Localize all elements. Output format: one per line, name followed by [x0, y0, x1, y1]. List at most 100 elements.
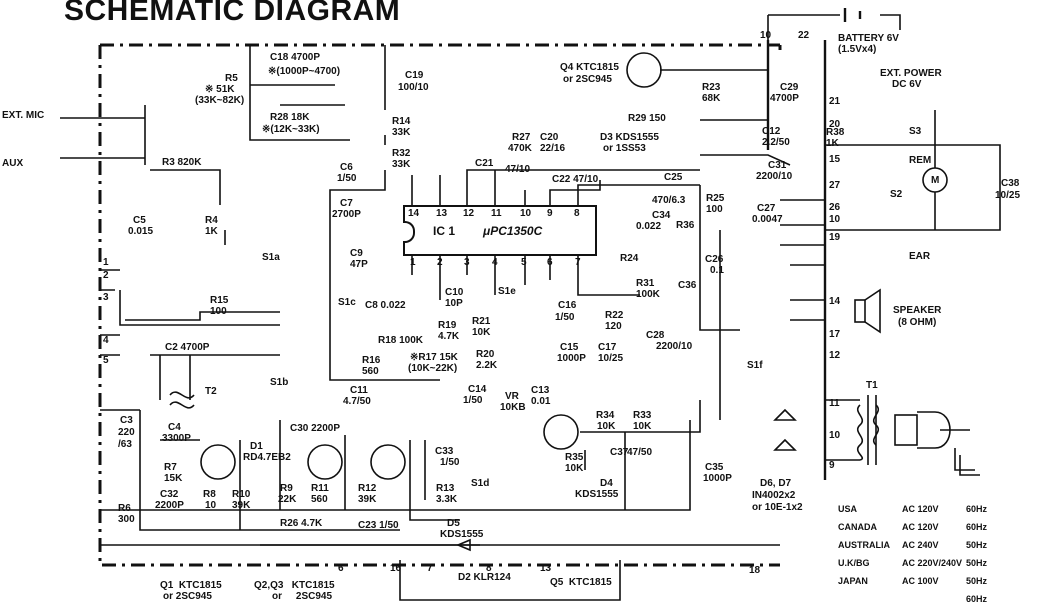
- r17-label: ※R17 15K: [410, 352, 458, 363]
- r13-value: 3.3K: [436, 494, 458, 505]
- terminal-11: 11: [829, 398, 840, 409]
- r25-label: R25: [706, 193, 725, 204]
- c21-value: 47/10: [505, 164, 531, 175]
- d4-label: D4: [600, 478, 613, 489]
- c13-label: C13: [531, 385, 550, 396]
- ic-pin: 4: [492, 257, 498, 268]
- terminal-14: 14: [829, 296, 841, 307]
- terminal-27: 27: [829, 180, 841, 191]
- speaker-sub: (8 OHM): [898, 317, 937, 328]
- c20-label: C20: [540, 132, 559, 143]
- ic-pin: 7: [575, 257, 581, 268]
- q1-alt: or 2SC945: [163, 591, 212, 602]
- r6-value: 300: [118, 514, 135, 525]
- c11-value: 4.7/50: [343, 396, 371, 407]
- pcb-outline: [98, 43, 782, 567]
- c22-label: C22 47/10: [552, 174, 599, 185]
- c11-label: C11: [350, 385, 368, 396]
- c7-label: C7: [340, 198, 353, 209]
- terminal-5: 5: [103, 355, 109, 366]
- c6-value: 1/50: [337, 173, 357, 184]
- d1-label: D1: [250, 441, 263, 452]
- r35-value: 10K: [565, 463, 584, 474]
- c35-value: 1000P: [703, 473, 732, 484]
- ic-pin: 10: [520, 208, 532, 219]
- table-row: JAPAN AC 100V 50Hz: [838, 576, 1006, 594]
- table-cell: AC 120V: [902, 522, 939, 532]
- table-cell: U.K/BG: [838, 558, 870, 568]
- rem-label: REM: [909, 155, 932, 166]
- r34-value: 10K: [597, 421, 616, 432]
- c34-value: 0.022: [636, 221, 662, 232]
- q2-q3-alt: or 2SC945: [272, 591, 333, 602]
- ic-pin: 3: [464, 257, 470, 268]
- c15-value: 1000P: [557, 353, 586, 364]
- c20-value: 22/16: [540, 143, 566, 154]
- r26-label: R26 4.7K: [280, 518, 323, 529]
- table-cell: USA: [838, 504, 858, 514]
- d3-alt: or 1SS53: [603, 143, 646, 154]
- c16-value: 1/50: [555, 312, 575, 323]
- table-cell: 50Hz: [966, 558, 988, 568]
- ic-pin: 8: [574, 208, 580, 219]
- c5-label: C5: [133, 215, 146, 226]
- q4-symbol: [626, 52, 662, 88]
- c2-label: C2 4700P: [165, 342, 210, 353]
- ic-pin: 1: [410, 257, 416, 268]
- c3-voltage: /63: [118, 439, 132, 450]
- s1d-label: S1d: [471, 478, 490, 489]
- d4-value: KDS1555: [575, 489, 619, 500]
- c31-value: 2200/10: [756, 171, 793, 182]
- r36-label: R36: [676, 220, 695, 231]
- r14-label: R14: [392, 116, 411, 127]
- c13-value: 0.01: [531, 396, 551, 407]
- c37-value: 47/50: [627, 447, 653, 458]
- c3-value: 220: [118, 427, 135, 438]
- table-cell: AC 240V: [902, 540, 939, 550]
- speaker-box: [854, 299, 866, 323]
- c14-label: C14: [468, 384, 487, 395]
- c9-value: 47P: [350, 259, 368, 270]
- c18-label: C18 4700P: [270, 52, 321, 63]
- r31-value: 100K: [636, 289, 660, 300]
- c4-value: 3300P: [162, 433, 191, 444]
- q5-label: Q5 KTC1815: [550, 577, 612, 588]
- c7-value: 2700P: [332, 209, 361, 220]
- c16-label: C16: [558, 300, 577, 311]
- table-row: U.K/BG AC 220V/240V 50Hz: [838, 558, 1006, 576]
- c10-value: 10P: [445, 298, 463, 309]
- ic-pin: 5: [521, 257, 527, 268]
- terminal-19: 19: [829, 232, 841, 243]
- r20-label: R20: [476, 349, 495, 360]
- c32-value: 2200P: [155, 500, 184, 511]
- c28-value: 2200/10: [656, 341, 693, 352]
- terminal-9: 9: [829, 460, 835, 471]
- r5-label: R5: [225, 73, 238, 84]
- q4-label: Q4 KTC1815: [560, 62, 619, 73]
- c19-label: C19: [405, 70, 424, 81]
- c4-label: C4: [168, 422, 181, 433]
- r16-value: 560: [362, 366, 379, 377]
- speaker-label: SPEAKER: [893, 305, 942, 316]
- ac-plug-symbol: [894, 414, 918, 446]
- s2-label: S2: [890, 189, 903, 200]
- r28-range: ※(12K~33K): [262, 124, 320, 135]
- c35-label: C35: [705, 462, 724, 473]
- aux-label: AUX: [2, 158, 24, 169]
- ext-power-sub: DC 6V: [892, 79, 922, 90]
- r10-value: 39K: [232, 500, 251, 511]
- d6-d7-alt: or 10E-1x2: [752, 502, 803, 513]
- ic1-part-number: μPC1350C: [483, 224, 543, 238]
- q2-symbol: [307, 444, 343, 480]
- vr-label: VR: [505, 391, 519, 402]
- table-cell: 60Hz: [966, 594, 988, 604]
- r18-label: R18 100K: [378, 335, 424, 346]
- r13-label: R13: [436, 483, 455, 494]
- terminal-15: 15: [829, 154, 841, 165]
- q1-symbol: [200, 444, 236, 480]
- battery-sub: (1.5Vx4): [838, 44, 877, 55]
- c3-label: C3: [120, 415, 133, 426]
- r33-label: R33: [633, 410, 652, 421]
- s1f-label: S1f: [747, 360, 763, 371]
